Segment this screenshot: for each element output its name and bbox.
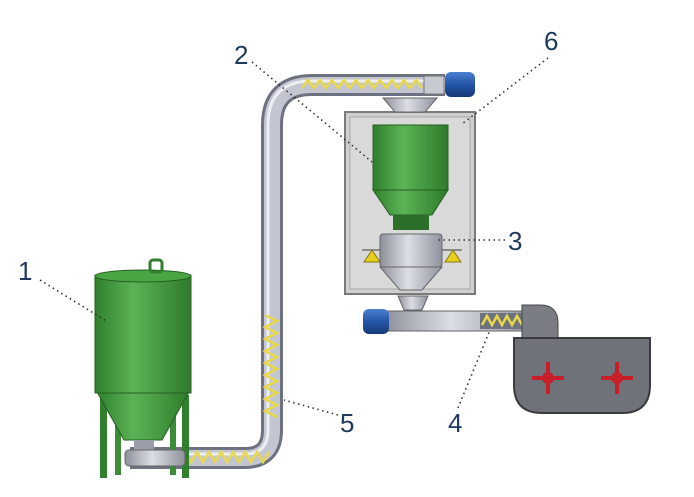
screw-flight-bottom (183, 449, 271, 465)
silo (94, 258, 192, 478)
screw-flight-vertical (262, 313, 280, 419)
label-discharge-screw: 4 (448, 408, 462, 438)
discharge-screw (363, 295, 533, 334)
label-screw-conveyor: 5 (340, 408, 354, 438)
motor-bottom (363, 309, 389, 334)
label-weigh-hopper: 3 (508, 226, 522, 256)
feed-hopper (372, 124, 449, 230)
label-feed-hopper: 2 (234, 40, 248, 70)
screw-conveyor-tube (130, 72, 475, 469)
load-cell-left (363, 249, 381, 263)
mixer (513, 304, 651, 414)
weigh-hopper (362, 233, 462, 291)
label-silo: 1 (18, 256, 32, 286)
agitator-left (532, 362, 564, 394)
leader-lines (39, 57, 549, 416)
label-weighing-frame: 6 (544, 26, 558, 56)
agitator-right (601, 362, 633, 394)
screw-flight-top (301, 77, 423, 91)
load-cell-right (444, 249, 462, 263)
motor-top (445, 72, 475, 97)
